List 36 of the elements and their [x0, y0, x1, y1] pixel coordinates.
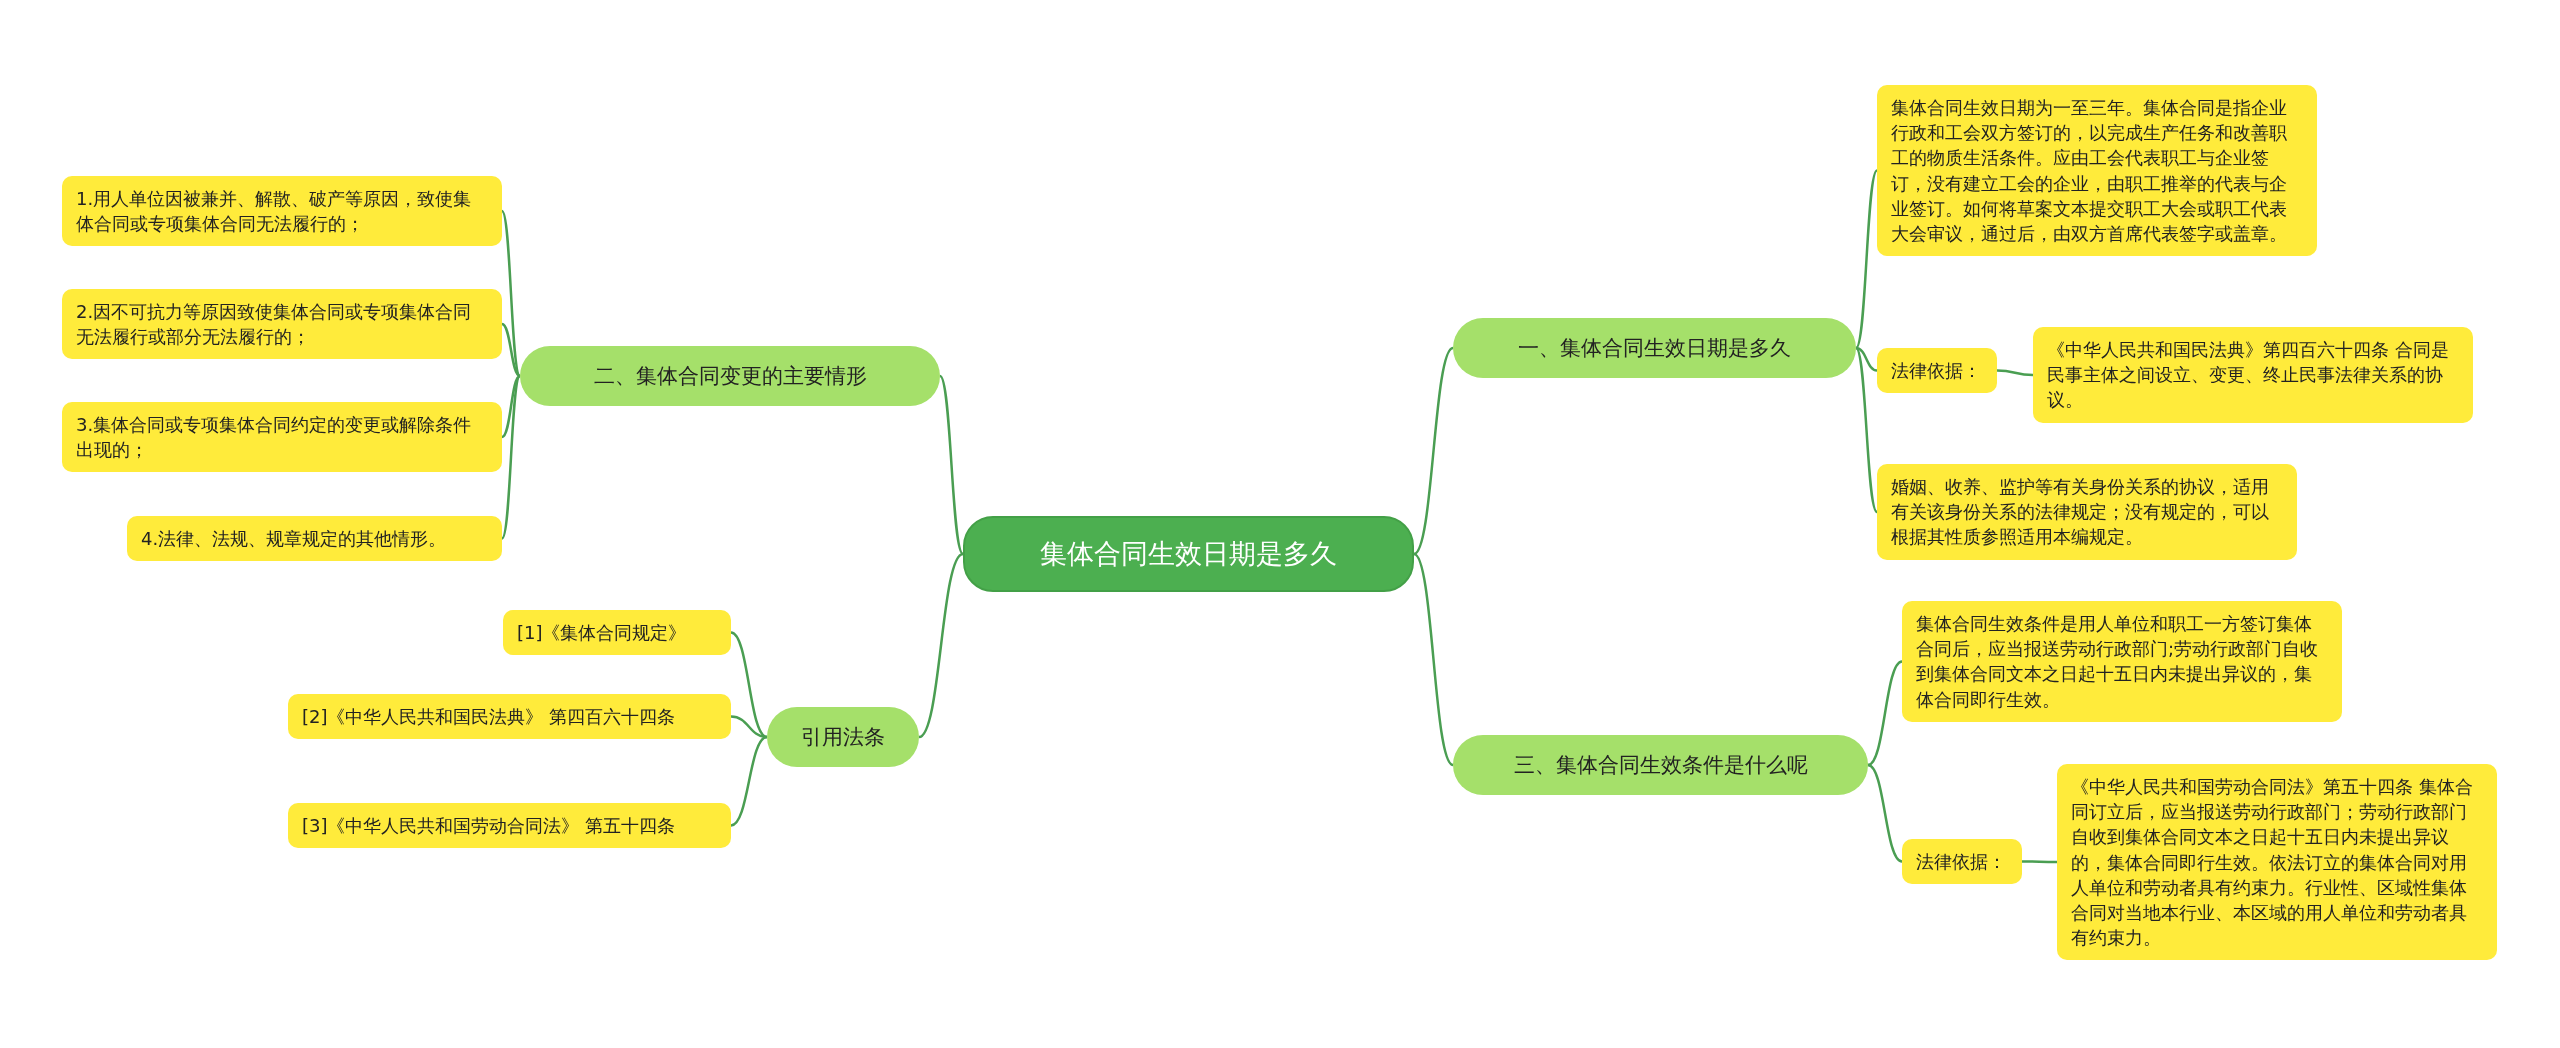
leaf-note: 集体合同生效条件是用人单位和职工一方签订集体合同后，应当报送劳动行政部门;劳动行政部门自收到集体合同文本之日起十五日内未提出异议的，集体合同即行生效。 — [1902, 601, 2342, 722]
leaf-note: 3.集体合同或专项集体合同约定的变更或解除条件出现的； — [62, 402, 502, 473]
branch-topic: 一、集体合同生效日期是多久 — [1453, 318, 1856, 378]
branch-topic: 引用法条 — [767, 707, 919, 767]
connector-line — [1867, 660, 1903, 767]
leaf-note: 婚姻、收养、监护等有关身份关系的协议，适用有关该身份关系的法律规定；没有规定的，可以根据其性质参照适用本编规定。 — [1877, 464, 2297, 560]
leaf-note: [1]《集体合同规定》 — [503, 610, 731, 656]
leaf-note: 4.法律、法规、规章规定的其他情形。 — [127, 516, 502, 562]
leaf-note: 法律依据： — [1902, 839, 2022, 885]
leaf-note: 《中华人民共和国民法典》第四百六十四条 合同是民事主体之间设立、变更、终止民事法律关系的协议。 — [2033, 327, 2473, 423]
central-topic: 集体合同生效日期是多久 — [963, 516, 1414, 592]
connector-line — [1413, 553, 1454, 766]
branch-topic: 三、集体合同生效条件是什么呢 — [1453, 735, 1868, 795]
connector-line — [1867, 763, 1903, 863]
connector-line — [1855, 346, 1878, 372]
connector-line — [1413, 347, 1454, 555]
branch-topic: 二、集体合同变更的主要情形 — [520, 346, 940, 406]
connector-line — [1855, 347, 1878, 513]
leaf-note: 1.用人单位因被兼并、解散、破产等原因，致使集体合同或专项集体合同无法履行的； — [62, 176, 502, 247]
connector-line — [730, 735, 768, 827]
connector-line — [1996, 369, 2034, 377]
connector-line — [500, 210, 522, 377]
leaf-note: [3]《中华人民共和国劳动合同法》 第五十四条 — [288, 803, 731, 849]
connector-line — [1854, 169, 1879, 349]
leaf-note: 集体合同生效日期为一至三年。集体合同是指企业行政和工会双方签订的，以完成生产任务和改善职工的物质生活条件。应由工会代表职工与企业签订，没有建立工会的企业，由职工推举的代表与企业签订。如何将草案文本提交职工大会或职工代表大会审议，通过后，由双方首席代表签字或盖章。 — [1877, 85, 2317, 257]
connector-line — [500, 375, 522, 540]
leaf-note: 2.因不可抗力等原因致使集体合同或专项集体合同无法履行或部分无法履行的； — [62, 289, 502, 360]
connector-line — [918, 553, 964, 738]
connector-line — [2022, 860, 2057, 864]
connector-line — [939, 375, 964, 555]
connector-line — [501, 322, 521, 378]
leaf-note: 法律依据： — [1877, 348, 1997, 394]
connector-line — [501, 375, 521, 438]
connector-line — [730, 631, 768, 739]
leaf-note: [2]《中华人民共和国民法典》 第四百六十四条 — [288, 694, 731, 740]
leaf-note: 《中华人民共和国劳动合同法》第五十四条 集体合同订立后，应当报送劳动行政部门；劳动行政部门自收到集体合同文本之日起十五日内未提出异议的，集体合同即行生效。依法订立的集体合同对用人单位和劳动者具有约束力。行业性、区域性集体合同对当地本行业、本区域的用人单位和劳动者具有约束力。 — [2057, 764, 2497, 961]
